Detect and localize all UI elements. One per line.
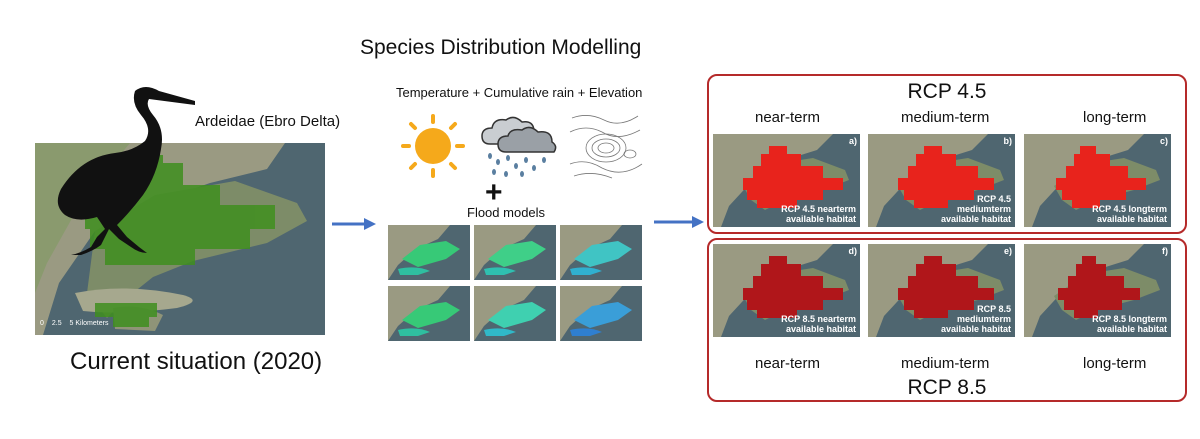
panel-caption-line2: available habitat xyxy=(940,324,1011,334)
panel-caption-line2: available habitat xyxy=(1096,214,1167,224)
diagram-title: Species Distribution Modelling xyxy=(360,36,642,59)
rcp45-box: RCP 4.5 near-term medium-term long-term xyxy=(707,74,1187,234)
panel-caption-line2: available habitat xyxy=(785,324,856,334)
rcp85-term-near: near-term xyxy=(755,355,821,372)
rcp85-title: RCP 8.5 xyxy=(907,376,987,399)
flood-model-thumb xyxy=(560,286,642,341)
rcp45-term-medium: medium-term xyxy=(901,109,990,126)
rcp45-title: RCP 4.5 xyxy=(907,80,987,103)
panel-letter: c) xyxy=(1159,136,1168,146)
flood-model-thumb xyxy=(474,225,556,280)
rcp45-term-long: long-term xyxy=(1083,109,1147,126)
sun-icon xyxy=(401,114,465,178)
panel-caption-line2: available habitat xyxy=(1096,324,1167,334)
panel-caption-line1: RCP 8.5 nearterm xyxy=(781,314,856,324)
panel-caption-line1: RCP 8.5 longterm xyxy=(1092,314,1167,324)
current-situation-caption: Current situation (2020) xyxy=(70,348,323,375)
panel-letter: f) xyxy=(1162,246,1168,256)
heron-silhouette xyxy=(57,87,195,255)
flood-model-thumb xyxy=(388,286,470,341)
model-inputs-label: Temperature + Cumulative rain + Elevatio… xyxy=(396,85,643,100)
panel-caption-line2: available habitat xyxy=(940,214,1011,224)
arrow-to-scenarios xyxy=(654,216,704,228)
rcp45-term-near: near-term xyxy=(755,109,821,126)
rcp85-term-long: long-term xyxy=(1083,355,1147,372)
panel-letter: e) xyxy=(1003,246,1012,256)
scale-tick-2: 5 Kilometers xyxy=(69,320,109,327)
scale-bar: 0 2.5 5 Kilometers xyxy=(40,320,108,327)
panel-caption-line1: RCP 4.5 longterm xyxy=(1092,204,1167,214)
panel-letter: a) xyxy=(848,136,857,146)
rcp85-box: near-term medium-term long-term RCP 8.5 xyxy=(707,238,1187,402)
panel-letter: d) xyxy=(848,246,858,256)
flood-model-thumb xyxy=(474,286,556,341)
flood-model-thumb xyxy=(560,225,642,280)
panel-caption-line2: available habitat xyxy=(785,214,856,224)
flood-model-thumb xyxy=(388,225,470,280)
current-map xyxy=(35,87,325,335)
scale-tick-0: 0 xyxy=(40,320,44,327)
flood-models-label: Flood models xyxy=(467,205,546,220)
scale-tick-1: 2.5 xyxy=(51,320,62,327)
rcp85-term-medium: medium-term xyxy=(901,355,990,372)
panel-caption-line1: RCP 4.5 nearterm xyxy=(781,204,856,214)
plus-sign: + xyxy=(485,176,503,209)
arrow-to-model xyxy=(332,218,376,230)
ardeidae-label: Ardeidae (Ebro Delta) xyxy=(195,113,341,130)
rain-cloud-icon xyxy=(481,116,557,177)
panel-letter: b) xyxy=(1003,136,1013,146)
panel-caption-line1: RCP 4.5 mediumterm xyxy=(956,194,1011,214)
elevation-contour-icon xyxy=(568,108,644,180)
panel-caption-line1: RCP 8.5 mediumterm xyxy=(956,304,1011,324)
